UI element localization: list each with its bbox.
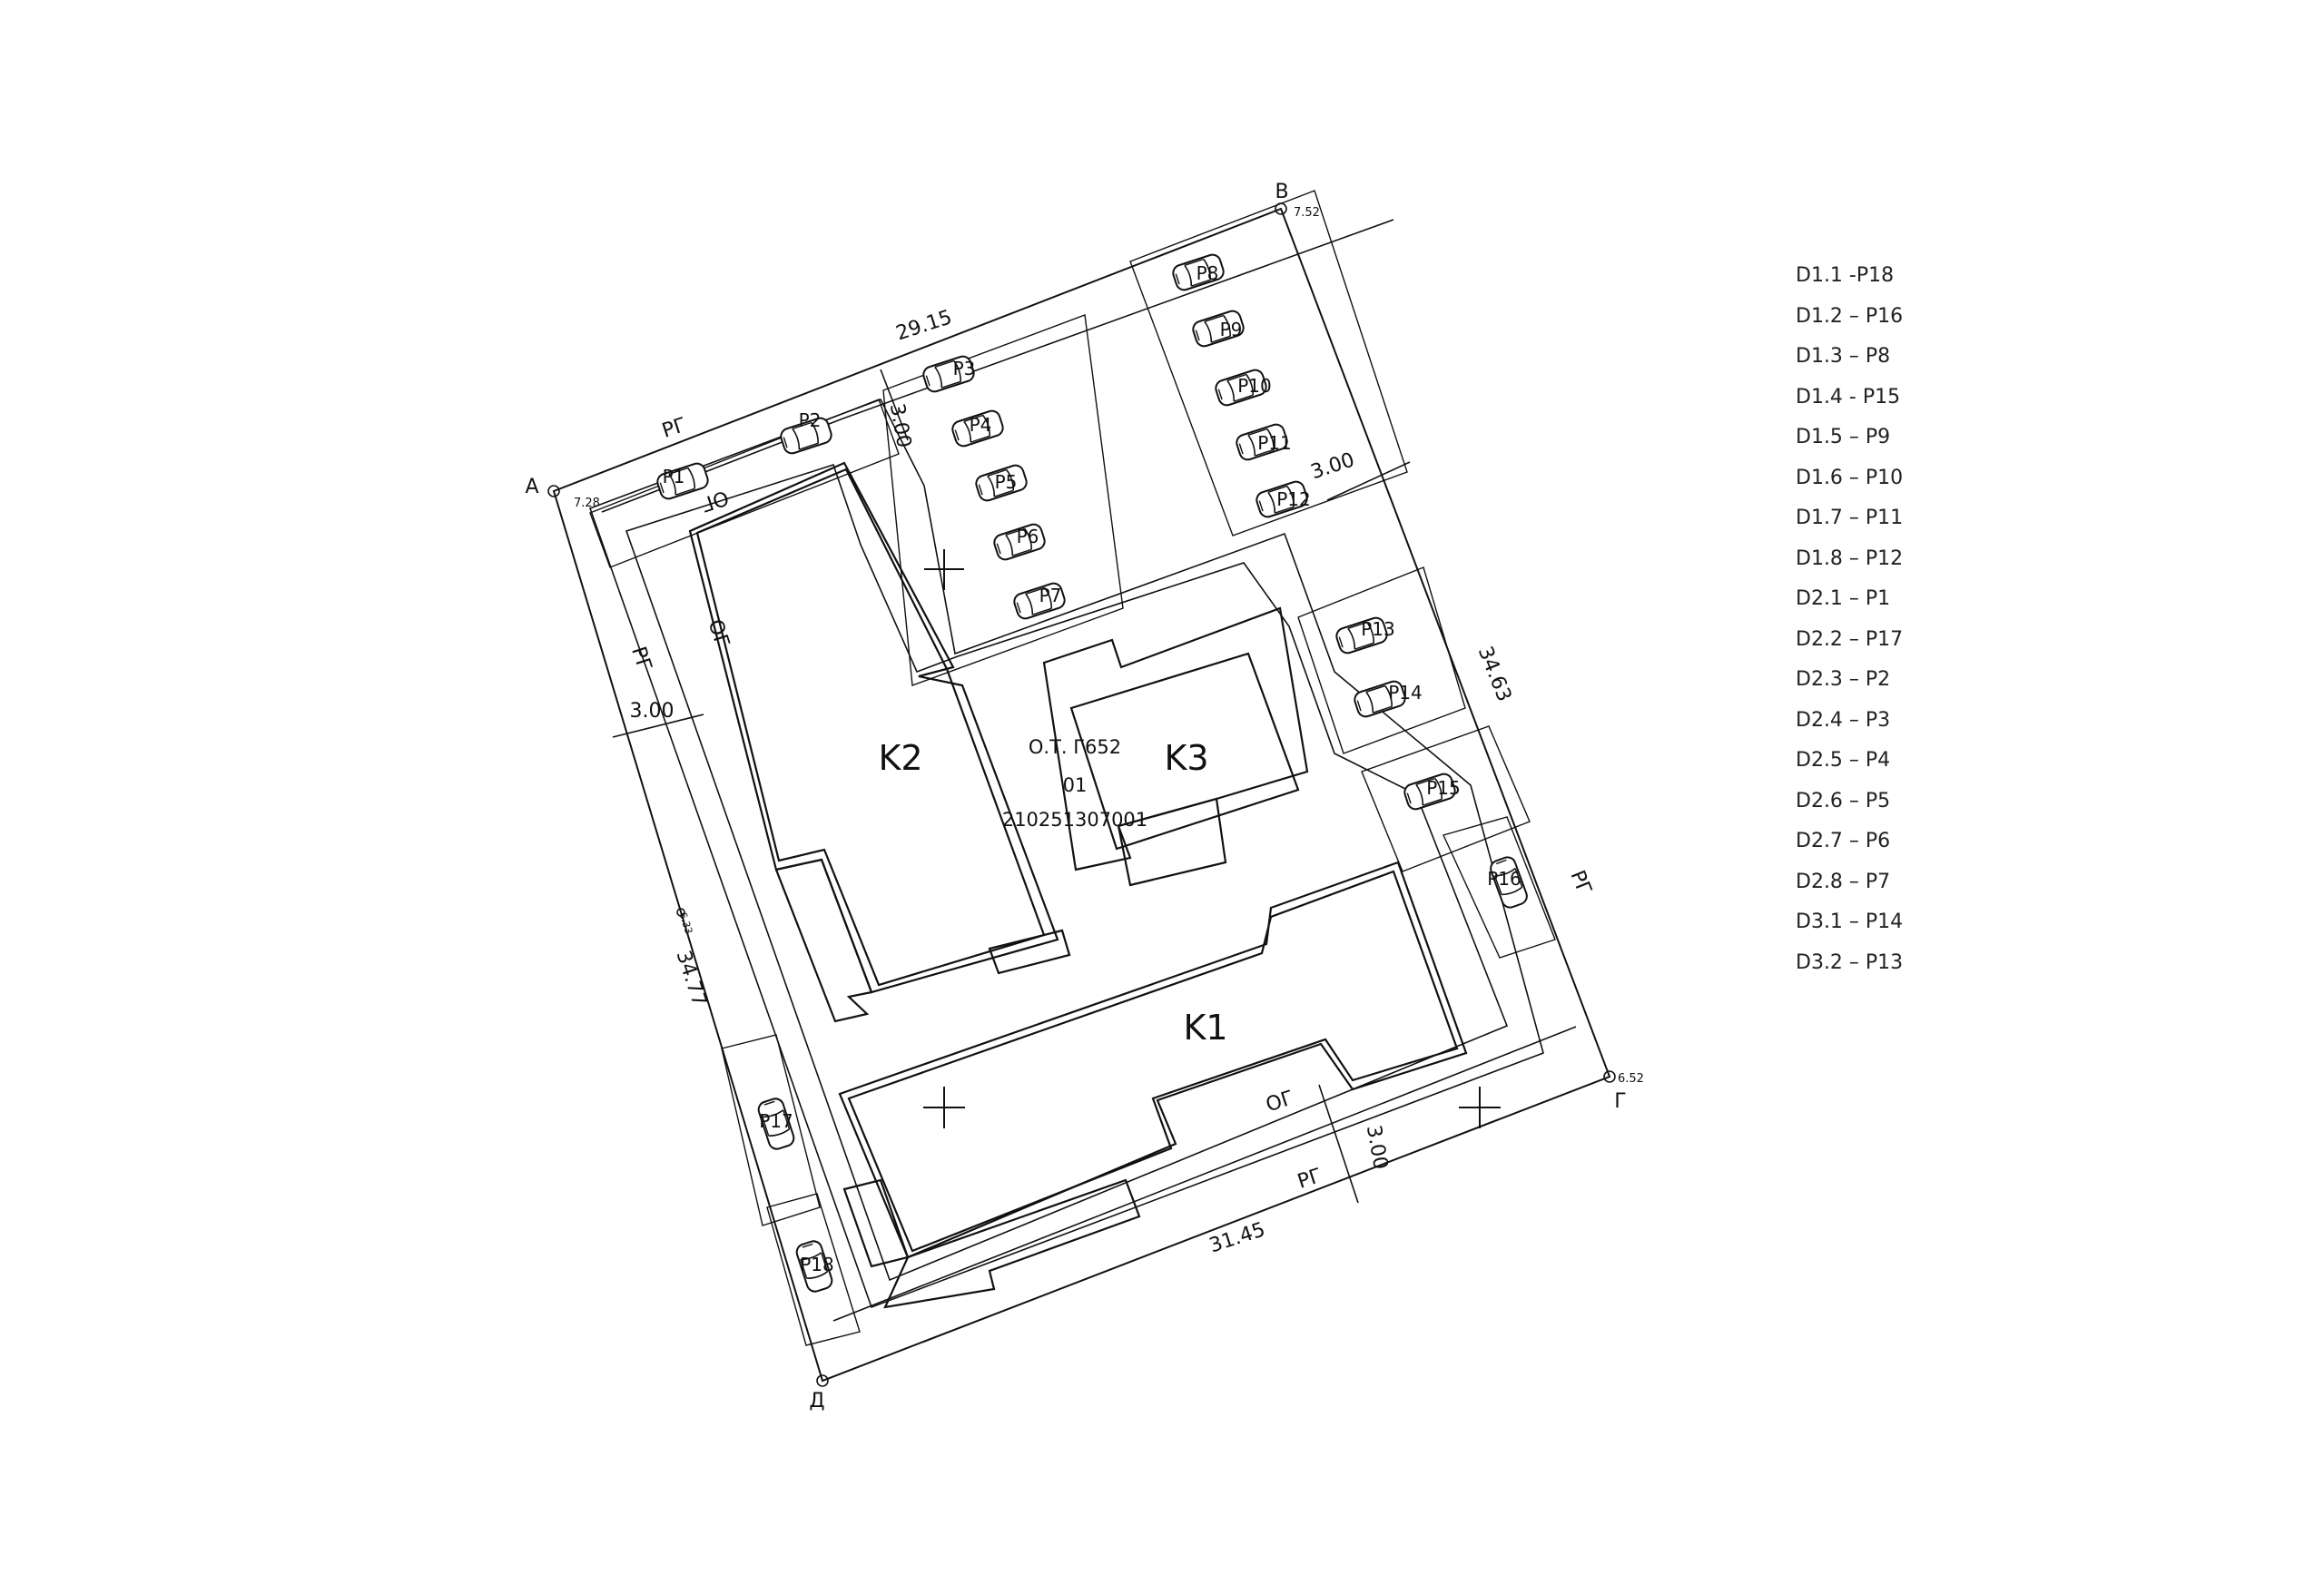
site-outline [588,398,1544,1309]
dim-setback-bottom: 3.00 [1362,1124,1392,1172]
parcel-id: О.Т. Г652 01 210251307001 [1002,736,1147,831]
parking-label: P18 [800,1254,834,1275]
left-mid-marker [676,908,685,917]
rg-label-right: РГ [1565,868,1595,899]
parking-stall-lines [589,190,1556,1346]
og-label-top: ОГ [698,486,732,516]
height-b: 7.52 [1294,206,1320,220]
dim-left: 34.77 [672,948,711,1009]
corner-a-marker [547,485,560,497]
dim-setback-left: 3.00 [630,700,675,723]
building-k3 [1042,606,1309,887]
parcel-line1: О.Т. Г652 [1029,736,1121,758]
legend-item: D3.2 – P13 [1796,950,1904,974]
legend-item: D1.7 – P11 [1796,507,1904,529]
parcel-line3: 210251307001 [1002,809,1147,831]
rg-label-top: РГ [659,414,689,443]
cross-markers [923,549,1501,1128]
parking-label: P17 [759,1110,793,1132]
corner-labels: А В Г Д 7.28 7.52 6.52 6.33 [525,181,1643,1413]
parking-label: P8 [1196,262,1219,284]
parking-label: P7 [1039,585,1062,606]
parcel-boundary [552,207,1611,1383]
height-left-mid: 6.33 [676,911,694,935]
legend-item: D1.5 – P9 [1796,426,1891,448]
og-label-left: ОГ [704,617,734,651]
dim-setback-right: 3.00 [1308,448,1357,484]
height-g: 6.52 [1618,1072,1644,1086]
dim-right: 34.63 [1473,644,1516,705]
legend-item: D2.4 – P3 [1796,708,1891,732]
parking-label: P6 [1017,526,1039,547]
legend-item: D2.1 – P1 [1796,587,1891,610]
parking-label: P1 [663,466,685,487]
legend-item: D1.6 – P10 [1796,466,1904,489]
parking-label: P5 [995,471,1018,493]
corner-b-marker [1275,202,1287,215]
k3-label: K3 [1164,738,1208,778]
boundary-corners [547,202,1616,1387]
parking-label: P2 [799,409,822,431]
legend-item: D1.2 – P16 [1796,304,1904,328]
building-k2 [688,461,1071,1023]
og-label-bottom: ОГ [1264,1087,1297,1117]
parking-label: P4 [970,414,992,436]
corner-d-label: Д [809,1390,824,1413]
legend-item: D2.5 – P4 [1796,749,1891,772]
rg-label-left: РГ [626,644,655,674]
height-a: 7.28 [574,497,600,510]
dim-bottom: 31.45 [1206,1218,1268,1257]
corner-d-marker [816,1374,829,1387]
parking-label: P10 [1237,375,1272,397]
corner-g-marker [1603,1070,1616,1083]
corner-a-label: А [525,476,538,498]
parking-label: P12 [1276,488,1311,510]
regulation-lines [601,219,1577,1322]
legend-item: D1.1 -P18 [1796,264,1895,287]
parking-label: P16 [1487,868,1521,890]
corner-g-label: Г [1614,1090,1626,1113]
legend-item: D1.4 - P15 [1796,385,1901,409]
legend-item: D2.6 – P5 [1796,789,1891,812]
corner-b-label: В [1275,181,1288,203]
legend-item: D3.1 – P14 [1796,911,1904,933]
parking-legend: D1.1 -P18 D1.2 – P16 D1.3 – P8 D1.4 - P1… [1796,256,2032,983]
parking-label: P14 [1388,682,1423,704]
legend-item: D2.8 – P7 [1796,870,1891,893]
parking-label: P15 [1426,777,1461,799]
legend-item: D2.3 – P2 [1796,668,1891,691]
legend-item: D2.7 – P6 [1796,830,1891,852]
dim-setback-top: 3.00 [885,402,915,450]
k1-label: K1 [1183,1008,1227,1048]
parking-labels: P1 P2 P3 P4 P5 P6 P7 P8 P9 P10 P11 P12 P… [663,262,1521,1275]
building-k1 [838,861,1468,1309]
legend-item: D1.3 – P8 [1796,345,1891,368]
parcel-line2: 01 [1063,774,1088,796]
k2-label: K2 [878,738,922,778]
parking-label: P13 [1361,618,1395,640]
parking-label: P9 [1220,319,1243,340]
building-labels: K1 K2 K3 [878,738,1227,1048]
legend-item: D2.2 – P17 [1796,627,1904,651]
parking-label: P3 [953,358,976,379]
parking-label: P11 [1257,432,1292,454]
legend-item: D1.8 – P12 [1796,546,1904,570]
